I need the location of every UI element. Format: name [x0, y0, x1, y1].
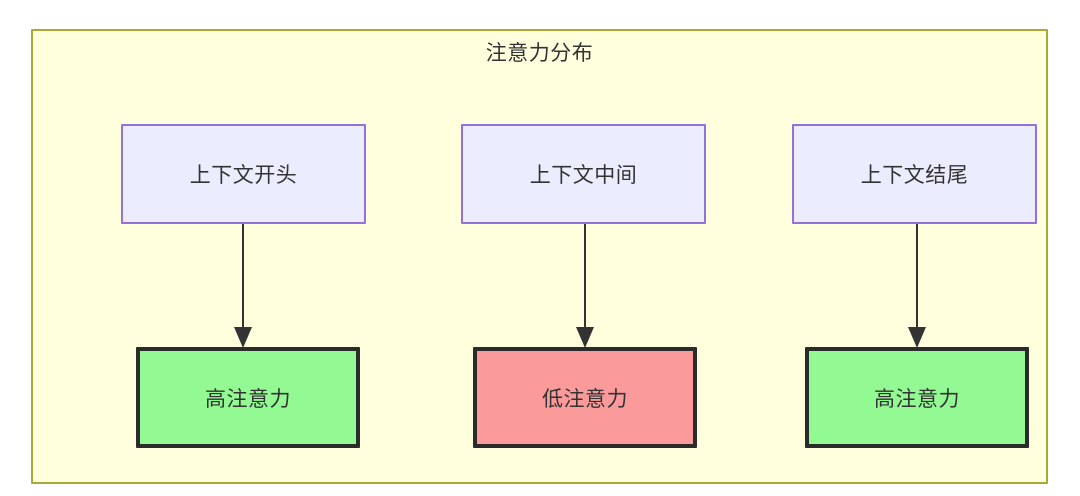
diagram-title: 注意力分布 — [485, 42, 594, 65]
node-context-middle-label: 上下文中间 — [529, 164, 638, 187]
arrowhead-icon — [576, 327, 594, 348]
edge-context-end-to-high-attention — [908, 224, 926, 348]
node-context-middle[interactable]: 上下文中间 — [461, 124, 706, 224]
node-low-attention-middle[interactable]: 低注意力 — [473, 347, 697, 448]
node-context-start[interactable]: 上下文开头 — [121, 124, 366, 224]
node-low-attention-middle-label: 低注意力 — [542, 387, 628, 411]
edge-context-middle-to-low-attention — [576, 224, 594, 348]
node-high-attention-start-label: 高注意力 — [205, 387, 291, 411]
node-context-start-label: 上下文开头 — [189, 164, 298, 187]
node-high-attention-end-label: 高注意力 — [874, 387, 960, 411]
attention-distribution-group: 注意力分布 上下文开头 上下文中间 上下文结尾 高注意力 低 — [31, 29, 1048, 484]
node-high-attention-end[interactable]: 高注意力 — [805, 347, 1029, 448]
node-context-end[interactable]: 上下文结尾 — [792, 124, 1037, 224]
arrowhead-icon — [234, 327, 252, 348]
node-high-attention-start[interactable]: 高注意力 — [136, 347, 360, 448]
edge-context-start-to-high-attention — [234, 224, 252, 348]
arrowhead-icon — [908, 327, 926, 348]
node-context-end-label: 上下文结尾 — [860, 164, 969, 187]
